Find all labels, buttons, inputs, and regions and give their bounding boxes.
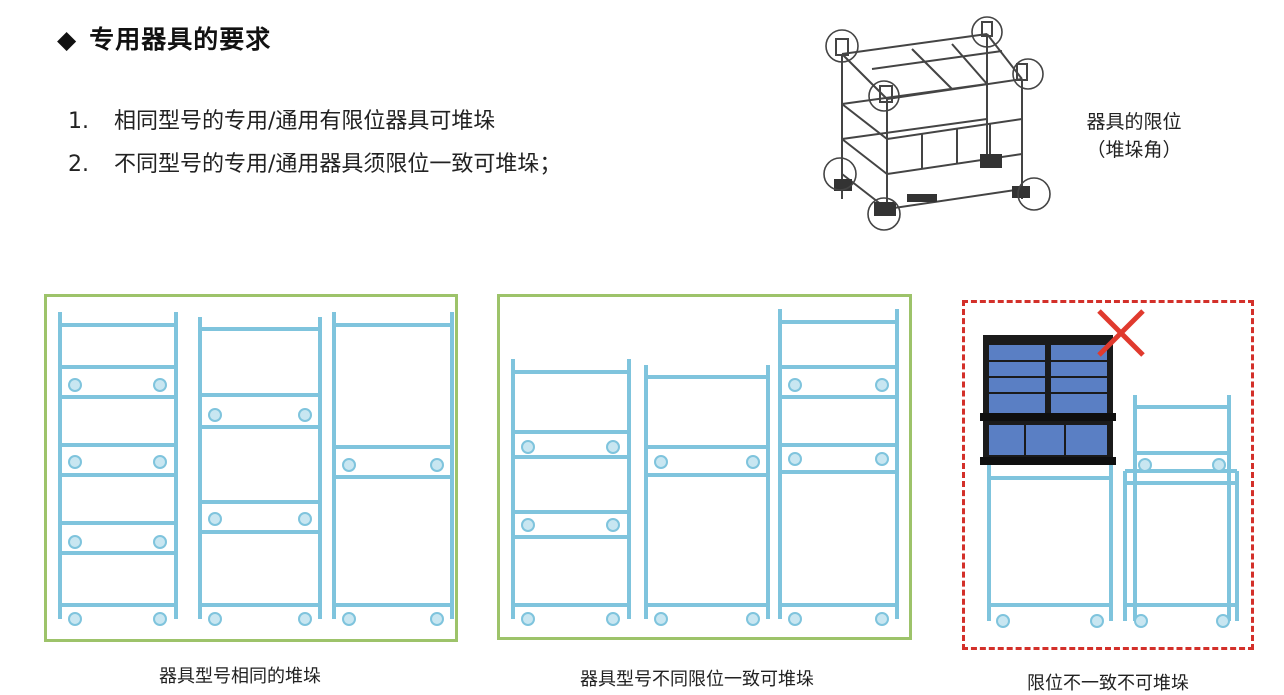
rack-stacking-corner-illustration [812,14,1056,236]
rack-column-2 [644,365,770,619]
rack-column-2 [198,317,322,619]
requirement-text: 相同型号的专用/通用有限位器具可堆垛 [114,109,496,134]
cross-icon [1097,309,1145,357]
corner-label-line1: 器具的限位 [1086,111,1182,133]
corner-label-line2: （堆垛角） [1086,139,1182,161]
requirement-number: 1. [68,109,89,134]
rack-column-3 [778,309,899,619]
requirement-item-2: 2. 不同型号的专用/通用器具须限位一致可堆垛； [68,146,561,178]
same-model-stacking-panel [44,294,458,642]
diff-model-stacking-panel [497,294,912,640]
section-title: ◆ 专用器具的要求 [57,20,271,56]
rack-right [1123,395,1239,621]
diamond-bullet-icon: ◆ [57,25,78,54]
corner-label: 器具的限位 （堆垛角） [1064,108,1204,164]
inconsistent-caption: 限位不一致不可堆垛 [1027,673,1189,694]
title-text: 专用器具的要求 [89,25,272,54]
rack-column-1 [511,359,631,619]
inconsistent-stacking-panel [962,300,1254,650]
requirement-item-1: 1. 相同型号的专用/通用有限位器具可堆垛 [68,103,495,135]
diff-model-racks [511,309,899,626]
rack-left [987,465,1113,621]
diff-model-caption: 器具型号不同限位一致可堆垛 [580,669,814,690]
rack-column-3 [332,312,454,619]
requirement-text: 不同型号的专用/通用器具须限位一致可堆垛； [114,152,562,177]
same-model-racks [58,312,454,626]
blue-bin-stack [980,335,1116,465]
inconsistent-racks [980,309,1239,628]
rack-column-1 [58,312,178,619]
requirement-number: 2. [68,152,89,177]
same-model-caption: 器具型号相同的堆垛 [159,666,321,687]
